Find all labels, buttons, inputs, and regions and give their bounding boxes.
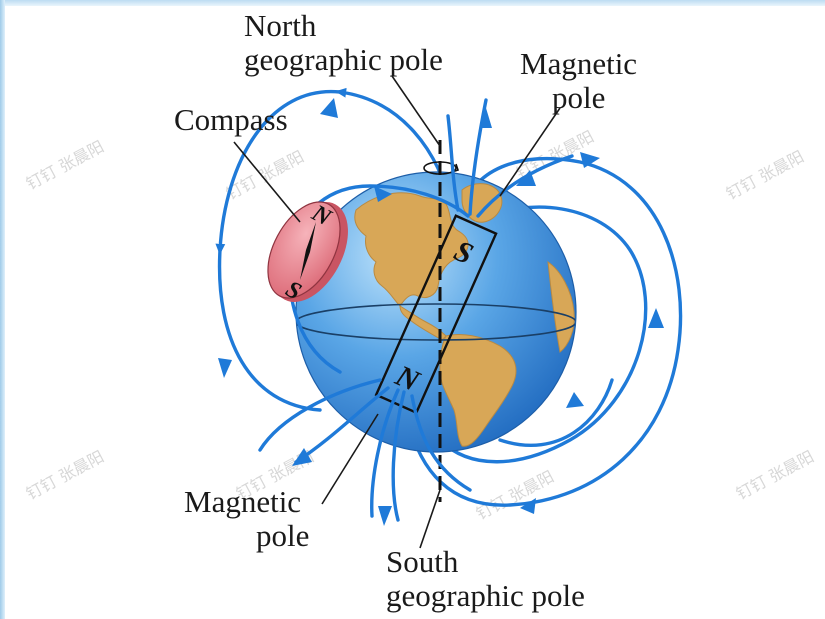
- label-magnetic-pole-bottom-line2: pole: [256, 518, 309, 553]
- field-arrow: [292, 448, 312, 466]
- field-line: [406, 157, 683, 507]
- field-arrow: [218, 358, 232, 378]
- slide-frame-left: [0, 0, 5, 619]
- leader-south-geographic: [419, 489, 441, 549]
- equator-line: [296, 303, 576, 341]
- field-line: [476, 154, 574, 218]
- watermark-text: 钉钉 张晨阳: [723, 147, 807, 204]
- field-line: [410, 394, 472, 492]
- watermark-text: 钉钉 张晨阳: [473, 467, 557, 524]
- field-arrow: [516, 170, 536, 186]
- field-arrow: [520, 498, 536, 514]
- field-line: [391, 390, 406, 522]
- leader-north-geographic: [391, 75, 441, 147]
- watermark-text: 钉钉 张晨阳: [733, 447, 817, 504]
- bar-magnet-outline: [374, 214, 498, 415]
- leader-magnetic-top: [499, 107, 561, 197]
- leader-magnetic-bottom: [321, 413, 379, 505]
- labels: North geographic pole Compass Magnetic p…: [174, 8, 637, 613]
- compass: N S: [267, 200, 348, 305]
- label-compass: Compass: [174, 102, 288, 137]
- field-line: [498, 378, 614, 447]
- leader-lines: [233, 75, 561, 549]
- label-magnetic-pole-top-line2: pole: [552, 80, 605, 115]
- field-arrow: [648, 308, 664, 328]
- field-line: [258, 378, 382, 452]
- watermark-text: 钉钉 张晨阳: [23, 447, 107, 504]
- label-magnetic-pole-bottom-line1: Magnetic: [184, 484, 301, 519]
- field-arrow: [378, 506, 392, 526]
- africa-edge: [547, 260, 575, 353]
- label-north-geographic-line2: geographic pole: [244, 42, 443, 77]
- field-arrow: [480, 108, 492, 128]
- field-line: [215, 87, 454, 412]
- field-line: [438, 205, 648, 464]
- field-line: [446, 114, 460, 212]
- compass-needle: [300, 222, 316, 280]
- field-line: [468, 98, 488, 216]
- label-south-geographic-line2: geographic pole: [386, 578, 585, 613]
- field-arrow: [374, 186, 392, 202]
- compass-face: [267, 201, 341, 299]
- field-arrow: [566, 392, 584, 408]
- label-north-geographic-line1: North: [244, 8, 317, 43]
- leader-compass: [233, 141, 301, 223]
- field-arrow: [580, 152, 600, 168]
- watermark-text: 钉钉 张晨阳: [23, 137, 107, 194]
- label-magnetic-pole-top-line1: Magnetic: [520, 46, 637, 81]
- field-lines-back: [215, 87, 683, 507]
- label-south-geographic-line1: South: [386, 544, 459, 579]
- field-line: [370, 388, 400, 518]
- field-arrow: [320, 98, 338, 118]
- rotation-arrow: [423, 161, 457, 175]
- slide-frame-top: [0, 0, 825, 6]
